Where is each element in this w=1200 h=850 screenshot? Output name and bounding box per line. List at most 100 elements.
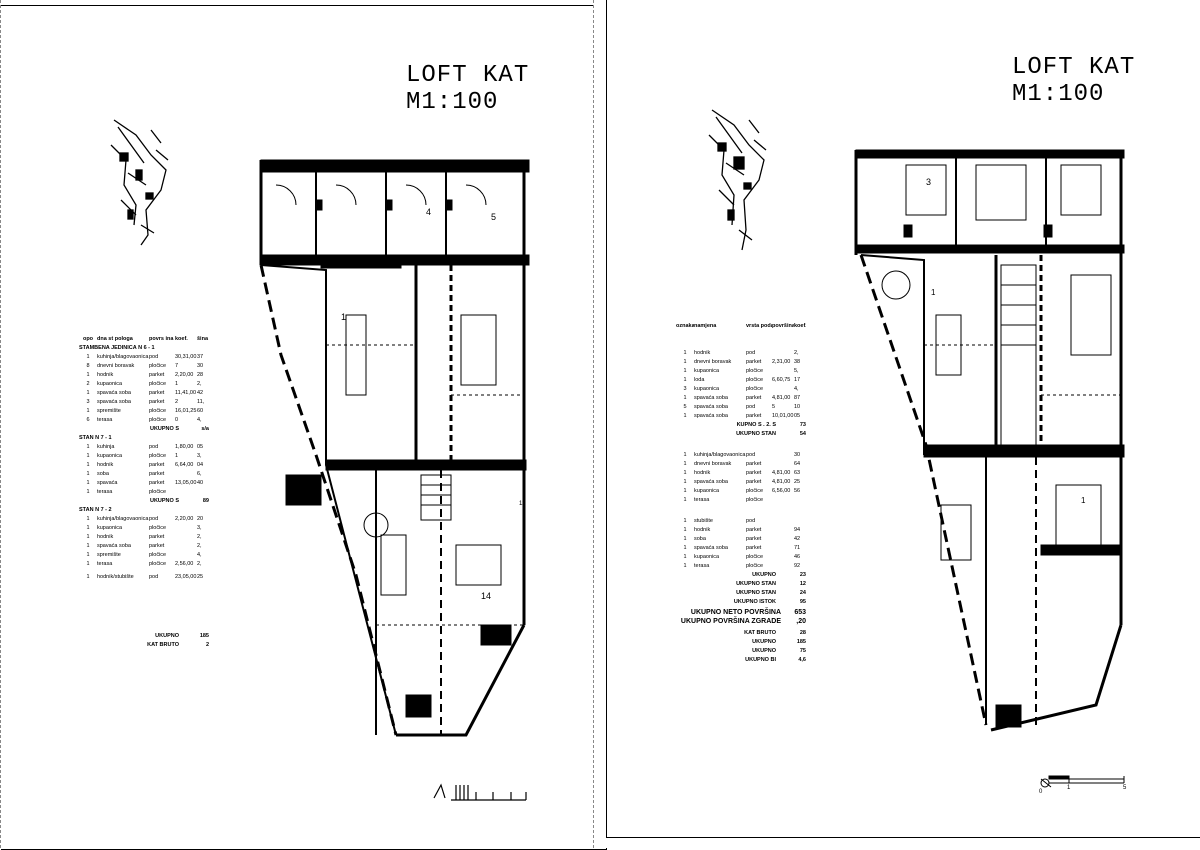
table-cell: pločice [149,525,167,531]
table-cell: 1 [86,516,90,522]
table-cell: pločice [746,563,764,569]
table-cell: 0 [175,417,179,423]
room-number: 3 [926,177,931,187]
table-total: UKUPNO S s/a [149,426,209,432]
drawing-sheet-left: LOFT KAT M1:100 [0,0,608,850]
table-cell: 1 [683,350,687,356]
table-cell: parket [746,470,762,476]
table-cell: pločice [746,377,764,383]
table-cell: 3, [197,453,202,459]
table-cell: spavaća soba [97,390,131,396]
table-cell: spavaća soba [694,545,728,551]
table-cell [772,562,794,571]
table-cell: terasa [97,561,113,567]
table-cell: 17 [794,377,801,383]
table-cell: 6,56,00 [772,488,791,494]
table-cell: 60 [197,408,204,414]
table-cell: pločice [746,368,764,374]
table-cell: 1 [86,444,90,450]
table-cell: 1 [86,489,90,495]
scale-label: 0 [1039,789,1043,795]
table-cell: kuhinja/blagovaonica [694,452,746,458]
table-cell: soba [694,536,706,542]
table-cell: 1 [683,545,687,551]
table-cell [772,385,794,394]
floor-plan: 4 5 1 14 11 [259,159,530,737]
table-cell: 3 [86,399,90,405]
table-cell: 1 [86,462,90,468]
table-cell: 1 [683,395,687,401]
table-cell: 05 [197,444,204,450]
table-cell: 1 [683,359,687,365]
table-cell: 1 [683,518,687,524]
table-cell: 1 [86,453,90,459]
table-cell [772,349,794,358]
table-cell: pločice [149,453,167,459]
table-cell: spavaća soba [97,543,131,549]
table-cell: pločice [746,497,764,503]
table-cell: 20 [197,516,204,522]
table-cell: spavaća [97,480,118,486]
table-total: KAT BRUTO 2 [147,642,209,648]
table-cell: spavaća soba [694,479,728,485]
table-cell: 1 [683,527,687,533]
table-cell: kupaonica [694,488,720,494]
table-cell: soba [97,471,109,477]
table-cell: 6,64,00 [175,462,194,468]
table-cell: 94 [794,527,801,533]
table-cell [772,526,794,535]
table-cell [772,553,794,562]
table-cell: pločice [746,554,764,560]
table-cell: 1 [86,408,90,414]
table-cell: 1 [86,480,90,486]
table-cell: pločice [746,386,764,392]
location-sketch [708,109,767,251]
floor-plan: 3 1 1 [854,149,1125,732]
table-cell: 1 [86,354,90,360]
table-cell: hodnik [97,534,114,540]
table-cell: loda [694,377,705,383]
table-cell: hodnik [694,350,711,356]
table-cell: parket [149,462,165,468]
table-cell: dnevni boravak [97,363,135,369]
table-cell: parket [149,390,165,396]
table-cell: pod [746,404,756,410]
table-cell: spremište [97,408,121,414]
table-cell [772,460,794,469]
room-number: 1 [1081,496,1086,505]
table-cell [197,488,209,497]
table-cell: 42 [197,390,204,396]
table-cell: 1 [683,536,687,542]
table-cell: 38 [794,359,801,365]
table-cell: 30 [197,363,204,369]
table-cell: pločice [149,552,167,558]
room-number: 1 [931,288,936,297]
table-cell [772,367,794,376]
table-cell: 37 [197,354,204,360]
table-cell: 1 [683,461,687,467]
table-cell: parket [149,372,165,378]
table-cell: 1 [86,525,90,531]
section-title: STAN N 7 - 2 [79,507,112,513]
table-cell: 1 [86,534,90,540]
sheet-title: LOFT KAT M1:100 [406,62,530,116]
table-cell: parket [149,480,165,486]
